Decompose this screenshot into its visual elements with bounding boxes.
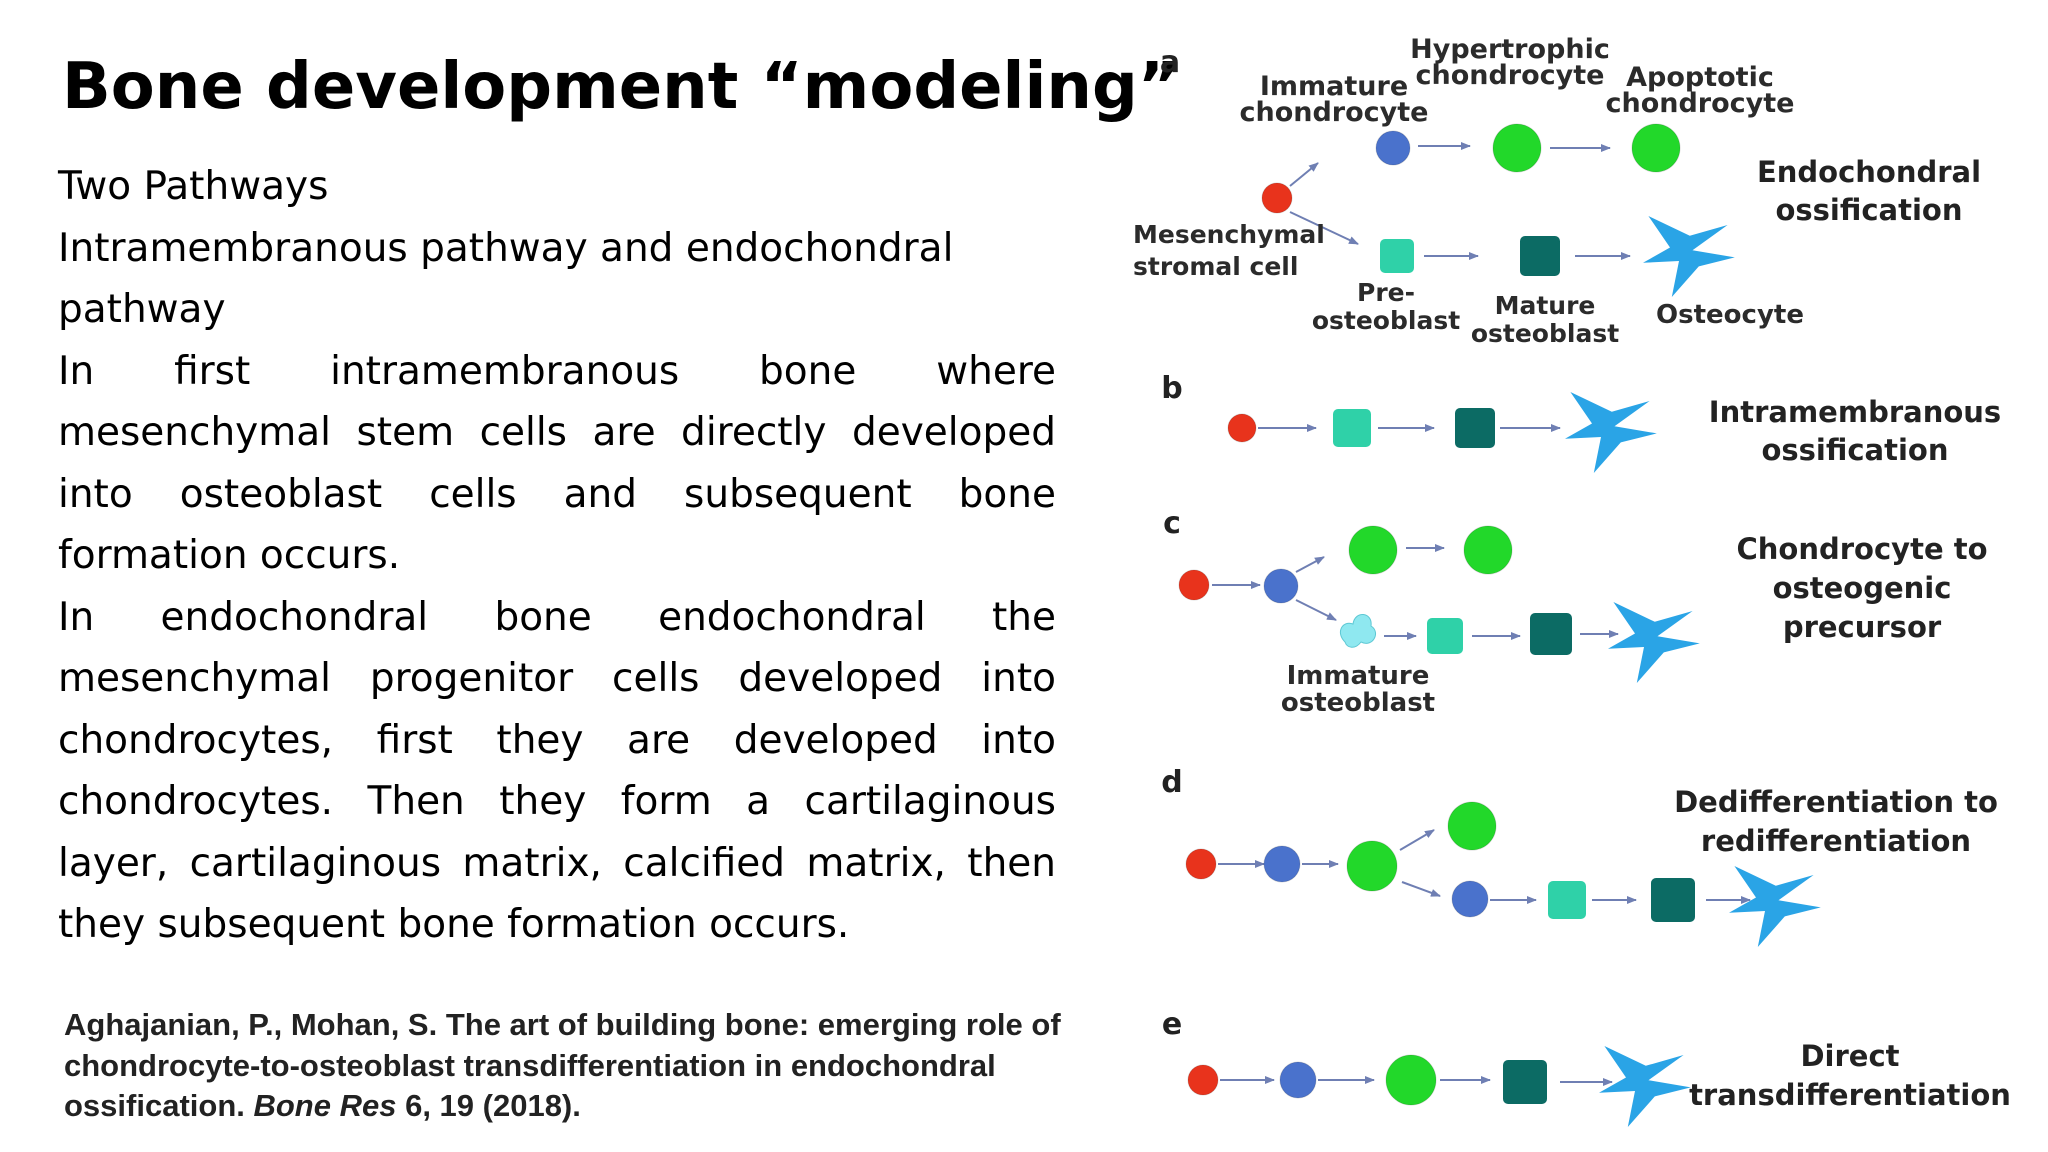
label-mature-osteoblast-line-1: Mature — [1495, 291, 1596, 320]
panel-letter-e: e — [1162, 1007, 1182, 1042]
arrow-a-4 — [1289, 211, 1359, 245]
heading-two-pathways: Two Pathways — [58, 164, 329, 209]
immature-chondrocyte-a — [1375, 130, 1411, 166]
pathway-label-e-line-1: Direct — [1800, 1039, 1899, 1073]
label-immature-osteoblast-line-1: Immature — [1287, 661, 1430, 691]
apoptotic-chondrocyte-a — [1631, 123, 1681, 173]
arrow-d-4 — [1401, 881, 1441, 897]
chondrocyte-e — [1279, 1061, 1317, 1099]
label-immature-chondrocyte-line-1: Immature — [1260, 71, 1408, 102]
pathway-label-a-line-2: ossification — [1775, 193, 1962, 227]
arrow-c-4 — [1295, 599, 1337, 621]
citation-journal: Bone Res — [253, 1088, 397, 1123]
pre-osteoblast-d — [1548, 881, 1586, 919]
osteocyte-c — [1608, 602, 1700, 683]
mesenchymal-cell-e — [1187, 1064, 1219, 1096]
cell-lineage-diagram: aImmaturechondrocyteHypertrophicchondroc… — [1133, 34, 2011, 1127]
chondrocyte-green-e — [1385, 1054, 1437, 1106]
mature-osteoblast-c — [1530, 613, 1572, 655]
paragraph-endochondral: In endochondral bone endochondral the me… — [58, 594, 1056, 948]
pathway-label-c-line-2: osteogenic — [1773, 571, 1952, 605]
citation: Aghajanian, P., Mohan, S. The art of bui… — [64, 1005, 1074, 1127]
arrow-a-1 — [1289, 162, 1319, 187]
paragraph-intramembranous: In first intramembranous bone where mese… — [58, 348, 1056, 579]
label-mesenchymal-stromal-cell-line-2: stromal cell — [1133, 252, 1298, 281]
mesenchymal-cell-b — [1227, 413, 1257, 443]
mature-osteoblast-b — [1455, 408, 1495, 448]
mature-osteoblast-d — [1651, 878, 1695, 922]
citation-authors-title: Aghajanian, P., Mohan, S. The art of bui… — [64, 1007, 1061, 1123]
chondrocyte-green-d-2 — [1447, 801, 1497, 851]
panel-letter-c: c — [1163, 506, 1181, 541]
hypertrophic-chondrocyte-a — [1492, 123, 1542, 173]
pathway-label-d-line-1: Dedifferentiation to — [1674, 785, 1998, 819]
osteocyte-a — [1643, 216, 1735, 297]
label-mesenchymal-stromal-cell-line-1: Mesenchymal — [1133, 220, 1325, 249]
arrow-d-3 — [1399, 829, 1435, 851]
pre-osteoblast-b — [1333, 409, 1371, 447]
panel-letter-d: d — [1161, 765, 1182, 800]
pathway-label-e-line-2: transdifferentiation — [1689, 1078, 2011, 1112]
chondrocyte-green-c-1 — [1348, 525, 1398, 575]
label-apoptotic-chondrocyte-line-1: Apoptotic — [1626, 62, 1774, 93]
arrow-c-2 — [1295, 556, 1325, 573]
dedifferentiated-cell-d — [1451, 880, 1489, 918]
pathway-label-d-line-2: redifferentiation — [1701, 824, 1971, 858]
label-hypertrophic-chondrocyte-line-2: chondrocyte — [1415, 60, 1604, 91]
heading-pathway-names: Intramembranous pathway and endochondral… — [58, 225, 954, 333]
panel-letter-b: b — [1161, 371, 1182, 406]
mature-osteoblast-e — [1503, 1060, 1547, 1104]
immature-osteoblast-c — [1340, 614, 1376, 648]
pre-osteoblast-a — [1380, 239, 1414, 273]
label-pre-osteoblast-line-1: Pre- — [1357, 278, 1415, 307]
citation-volume: 6, 19 (2018). — [396, 1088, 581, 1123]
osteocyte-b — [1565, 392, 1657, 473]
label-hypertrophic-chondrocyte-line-1: Hypertrophic — [1410, 34, 1610, 65]
chondrocyte-d — [1263, 845, 1301, 883]
body-text: Two Pathways Intramembranous pathway and… — [58, 156, 1056, 956]
label-immature-osteoblast-line-2: osteoblast — [1281, 688, 1435, 718]
pathway-label-a-line-1: Endochondral — [1757, 155, 1981, 189]
pathway-label-c-line-3: precursor — [1783, 610, 1942, 644]
chondrocyte-green-d-1 — [1346, 840, 1398, 892]
pathway-label-c-line-1: Chondrocyte to — [1737, 532, 1988, 566]
chondrocyte-c — [1263, 568, 1299, 604]
label-immature-chondrocyte-line-2: chondrocyte — [1239, 97, 1428, 128]
label-osteocyte: Osteocyte — [1656, 300, 1804, 330]
mature-osteoblast-a — [1520, 236, 1560, 276]
pre-osteoblast-c — [1427, 618, 1463, 654]
label-pre-osteoblast-line-2: osteoblast — [1312, 306, 1460, 335]
mesenchymal-cell-c — [1178, 569, 1210, 601]
osteocyte-e — [1599, 1046, 1691, 1127]
pathway-label-b-line-2: ossification — [1761, 433, 1948, 467]
mesenchymal-cell-d — [1185, 848, 1217, 880]
osteocyte-d — [1729, 866, 1821, 947]
pathway-label-b-line-1: Intramembranous — [1709, 395, 2001, 429]
slide-title: Bone development “modeling” — [62, 50, 1180, 124]
panel-letter-a: a — [1160, 45, 1180, 80]
chondrocyte-green-c-2 — [1463, 525, 1513, 575]
mesenchymal-stromal-cell-a — [1261, 182, 1293, 214]
label-mature-osteoblast-line-2: osteoblast — [1471, 319, 1619, 348]
label-apoptotic-chondrocyte-line-2: chondrocyte — [1605, 88, 1794, 119]
